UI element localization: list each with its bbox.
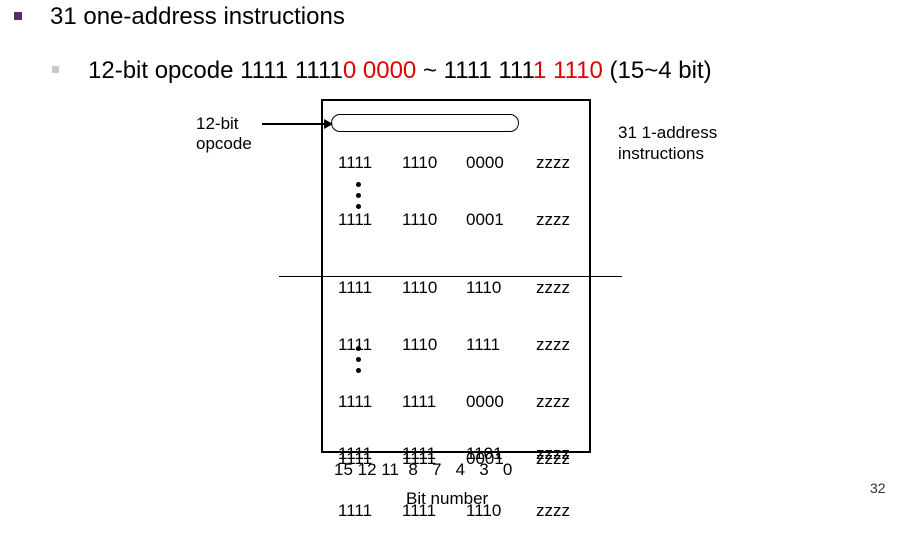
row-nibble-2: 1111 xyxy=(402,449,437,468)
ellipsis-dots-icon xyxy=(356,346,362,379)
row-nibble-2: 1110 xyxy=(402,210,438,229)
row-nibble-1: 1111 xyxy=(338,392,373,411)
row-nibble-1: 1111 xyxy=(338,449,373,468)
row-nibble-1: 1111 xyxy=(338,335,373,354)
arrow-line xyxy=(262,123,328,125)
row-nibble-1: 1111 xyxy=(338,210,373,229)
bullet-level2-red1: 0 0000 xyxy=(342,57,417,84)
opcode-oval xyxy=(331,114,519,132)
page-number: 32 xyxy=(870,480,886,496)
row-nibble-4: zzzz xyxy=(536,278,570,297)
divider-line xyxy=(279,276,622,277)
bullet-level2-red2: 1 1110 xyxy=(533,57,603,84)
row-nibble-1: 1111 xyxy=(338,444,373,463)
bullet-level1: 31 one-address instructions xyxy=(50,3,345,30)
row-nibble-3: 0001 xyxy=(466,449,504,468)
row-nibble-4: zzzz xyxy=(536,210,570,229)
row-nibble-2: 1110 xyxy=(402,335,438,354)
row-nibble-1: 1111 xyxy=(338,501,373,520)
sub-bullet-marker xyxy=(52,66,59,73)
row-nibble-3: 1111 xyxy=(466,335,501,354)
row-nibble-4: zzzz xyxy=(536,449,570,468)
instruction-row: 1111 1111 1101 zzzz xyxy=(338,444,586,463)
right-label-line1: 31 1-address xyxy=(618,123,718,142)
instruction-row: 1111 1111 0000 zzzz xyxy=(338,392,586,411)
row-nibble-2: 1110 xyxy=(402,153,438,172)
row-nibble-4: zzzz xyxy=(536,335,570,354)
bullet-level2: 12-bit opcode 1111 11110 0000 ~ 1111 111… xyxy=(88,55,712,87)
row-nibble-2: 1111 xyxy=(402,444,437,463)
row-nibble-4: zzzz xyxy=(536,444,570,463)
row-nibble-1: 1111 xyxy=(338,278,373,297)
instruction-row: 1111 1110 1111 zzzz xyxy=(338,335,586,354)
row-nibble-4: zzzz xyxy=(536,392,570,411)
row-nibble-3: 1110 xyxy=(466,278,502,297)
instruction-row: 1111 1110 0000 zzzz xyxy=(338,153,586,172)
bit-number-label: Bit number xyxy=(406,489,489,508)
instruction-row: 1111 1111 0001 zzzz xyxy=(338,449,586,468)
row-nibble-3: 0000 xyxy=(466,153,504,172)
instruction-row: 1111 1110 1110 zzzz xyxy=(338,278,586,297)
row-nibble-2: 1110 xyxy=(402,278,438,297)
row-nibble-3: 1101 xyxy=(466,444,503,463)
row-nibble-4: zzzz xyxy=(536,153,570,172)
row-nibble-1: 1111 xyxy=(338,153,373,172)
bit-numbers: 15 12 11 8 7 4 3 0 xyxy=(334,460,513,479)
arrow-head-icon xyxy=(324,119,333,129)
row-nibble-2: 1111 xyxy=(402,392,437,411)
instruction-row: 1111 1110 0001 zzzz xyxy=(338,210,586,229)
row-nibble-4: zzzz xyxy=(536,501,570,520)
row-nibble-3: 0000 xyxy=(466,392,504,411)
bullet-marker xyxy=(14,12,22,20)
ellipsis-dots-icon xyxy=(356,182,362,215)
bullet-level2-prefix: 12-bit opcode 1111 1111 xyxy=(88,57,343,84)
right-label-line2: instructions xyxy=(618,144,704,163)
bullet-level2-suffix: (15~4 bit) xyxy=(602,57,712,84)
opcode-label-line1: 12-bit xyxy=(196,114,239,133)
rows-group-top: 1111 1110 0000 zzzz 1111 1110 0001 zzzz xyxy=(338,115,586,248)
opcode-label-line2: opcode xyxy=(196,134,252,153)
row-nibble-3: 0001 xyxy=(466,210,504,229)
bullet-level2-mid: ~ 1111 111 xyxy=(416,57,534,84)
